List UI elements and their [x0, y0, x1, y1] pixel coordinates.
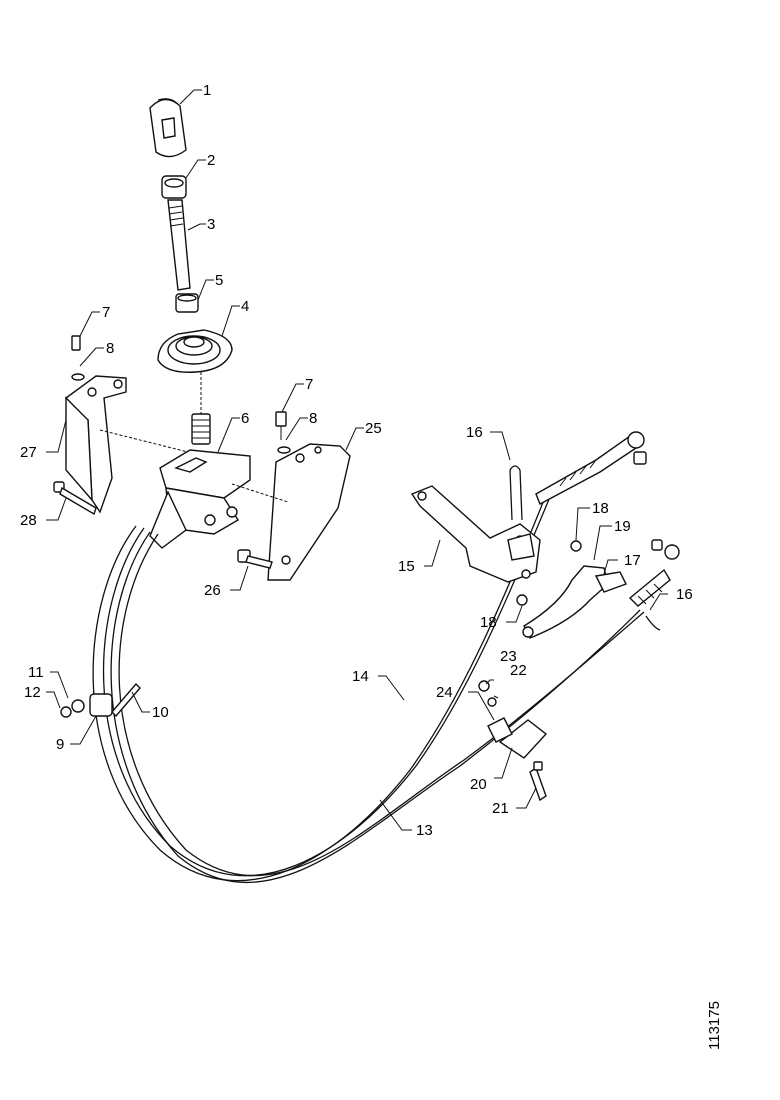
- shift-lever-rod: [167, 199, 191, 291]
- bolt-26: [237, 549, 273, 569]
- right-bracket: [267, 443, 351, 581]
- callout-2: 2: [207, 152, 215, 169]
- callout-25: 25: [365, 420, 382, 437]
- shift-knob: [149, 98, 187, 158]
- callout-3: 3: [207, 216, 215, 233]
- callout-labels: 1 2 3 5 4 7 8 7 8 6 25 27 28 26 16 15 18…: [20, 82, 693, 839]
- callout-15: 15: [398, 558, 415, 575]
- callout-17: 17: [624, 552, 641, 569]
- callout-10: 10: [152, 704, 169, 721]
- callout-12: 12: [24, 684, 41, 701]
- callout-16-lower: 16: [676, 586, 693, 603]
- callout-28: 28: [20, 512, 37, 529]
- cable-end-lower: [628, 539, 680, 631]
- callout-14: 14: [352, 668, 369, 685]
- lever-base-spring: [191, 372, 211, 445]
- gearbox-bracket: [410, 485, 541, 583]
- left-bracket: [65, 375, 127, 514]
- bolt-7-left: [71, 335, 85, 381]
- callout-21: 21: [492, 800, 509, 817]
- callout-27: 27: [20, 444, 37, 461]
- alignment-line: [99, 429, 189, 453]
- cable-end-upper: [535, 431, 647, 505]
- callout-11: 11: [28, 664, 44, 681]
- shift-collar: [161, 175, 187, 199]
- rubber-boot: [157, 329, 233, 373]
- lever-housing: [149, 449, 251, 549]
- callout-20: 20: [470, 776, 487, 793]
- callout-6: 6: [241, 410, 249, 427]
- callout-8-right: 8: [309, 410, 317, 427]
- cables: [92, 489, 645, 884]
- bolt-7-right: [275, 411, 291, 454]
- callout-7-left: 7: [102, 304, 110, 321]
- callout-26: 26: [204, 582, 221, 599]
- callout-1: 1: [203, 82, 211, 99]
- callout-18-lower: 18: [480, 614, 497, 631]
- selector-lever: [522, 540, 627, 639]
- leader-lines: [46, 89, 668, 831]
- callout-16-upper: 16: [466, 424, 483, 441]
- callout-23: 23: [500, 648, 517, 665]
- callout-4: 4: [241, 298, 249, 315]
- spring-clip-upper: [509, 465, 523, 521]
- callout-9: 9: [56, 736, 64, 753]
- callout-5: 5: [215, 272, 223, 289]
- cable-clamp: [60, 682, 141, 718]
- callout-22: 22: [510, 662, 527, 679]
- nut-18: [516, 594, 528, 606]
- callout-18-upper: 18: [592, 500, 609, 517]
- bushing: [175, 293, 199, 313]
- bolt-28: [53, 481, 97, 516]
- figure-number: 113175: [706, 1001, 723, 1050]
- callout-13: 13: [416, 822, 433, 839]
- callout-7-right: 7: [305, 376, 313, 393]
- callout-19: 19: [614, 518, 631, 535]
- callout-24: 24: [436, 684, 453, 701]
- callout-8-left: 8: [106, 340, 114, 357]
